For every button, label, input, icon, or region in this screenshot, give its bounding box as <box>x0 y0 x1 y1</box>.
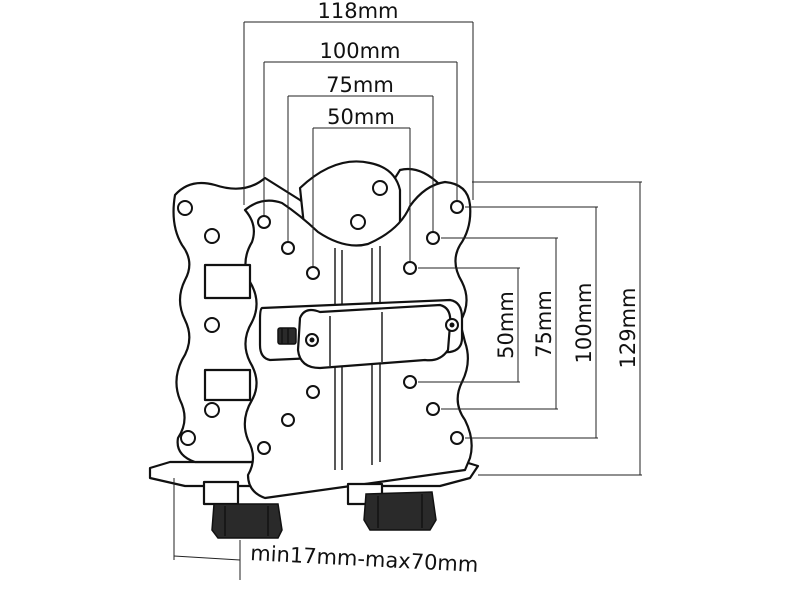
side-dim-label-100: 100mm <box>572 283 596 364</box>
back-plate-holes <box>177 180 388 446</box>
strap-screw-right-dot <box>449 322 455 328</box>
clamp-foot-left <box>202 480 283 539</box>
foot-left-pad <box>211 503 283 539</box>
vesa-hole-100 <box>257 441 271 455</box>
dim-label-50: 50mm <box>327 105 395 129</box>
bottom-dim-label: min17mm-max70mm <box>250 541 479 577</box>
dim-label-75: 75mm <box>326 73 394 97</box>
vesa-hole-100 <box>257 215 271 229</box>
slot-upper <box>203 263 252 300</box>
vesa-hole-50 <box>306 385 320 399</box>
hole <box>372 180 388 196</box>
hole <box>177 200 193 216</box>
hole <box>204 228 220 244</box>
slot-lower <box>203 368 252 402</box>
vesa-hole-50 <box>403 261 417 275</box>
hole <box>350 214 366 230</box>
dim-label-100: 100mm <box>320 39 401 63</box>
vesa-hole-100 <box>450 200 464 214</box>
vesa-holes <box>257 200 464 455</box>
hole <box>204 317 220 333</box>
vesa-hole-75 <box>281 413 295 427</box>
side-dim-label-75: 75mm <box>532 290 556 358</box>
dim-label-118: 118mm <box>318 0 399 23</box>
vesa-hole-75 <box>281 241 295 255</box>
top-dimensions: 118mm 100mm 75mm 50mm <box>243 0 474 266</box>
vesa-hole-50 <box>403 375 417 389</box>
clamp-strap-front <box>296 303 452 370</box>
clamp-foot-right <box>346 482 437 531</box>
vesa-hole-75 <box>426 402 440 416</box>
vesa-hole-50 <box>306 266 320 280</box>
vesa-hole-100 <box>450 431 464 445</box>
foot-right-pad <box>363 491 437 531</box>
side-dim-label-129: 129mm <box>616 288 640 369</box>
bracket-drawing <box>148 160 480 539</box>
bottom-dim-line <box>173 555 241 561</box>
side-dimensions: 50mm 75mm 100mm 129mm <box>418 181 642 476</box>
strap-screw-left-dot <box>309 337 315 343</box>
hole <box>204 402 220 418</box>
foot-left-stem <box>202 480 240 506</box>
hole <box>180 430 196 446</box>
adjust-screw <box>277 327 297 345</box>
vesa-hole-75 <box>426 231 440 245</box>
side-dim-label-50: 50mm <box>494 291 518 359</box>
